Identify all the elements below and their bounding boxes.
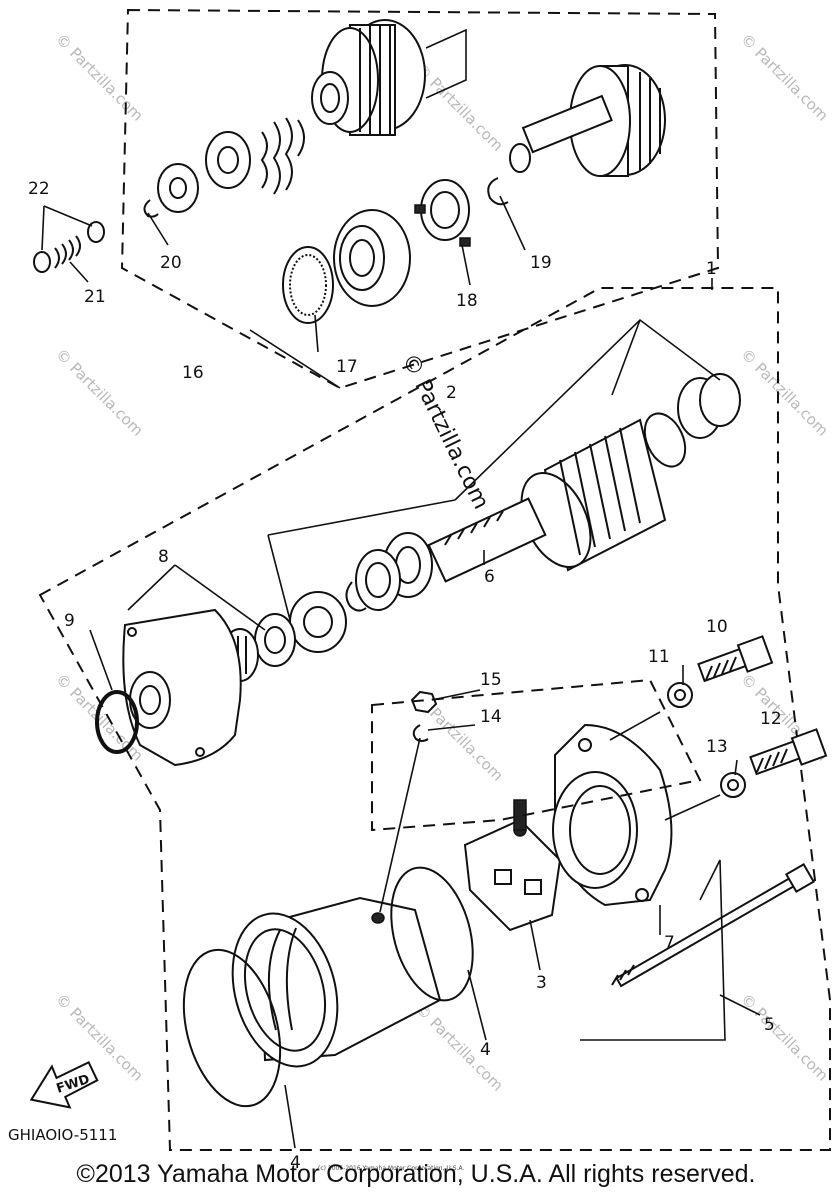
callout-11: 11 — [648, 647, 670, 667]
watermark: © Partzilla.com — [52, 990, 147, 1085]
copyright-notice: ©2013 Yamaha Motor Corporation, U.S.A. A… — [76, 1160, 756, 1188]
callout-3: 3 — [536, 973, 547, 993]
callout-16: 16 — [182, 363, 204, 383]
washer-11 — [667, 682, 693, 708]
callout-4: 4 — [290, 1153, 301, 1173]
bolt-10 — [697, 635, 774, 683]
washer-13 — [720, 772, 746, 798]
callout-8: 8 — [158, 547, 169, 567]
gasket-4 — [390, 866, 474, 1002]
callout-6: 6 — [484, 567, 495, 587]
callout-12: 12 — [760, 709, 782, 729]
bolt-12 — [749, 728, 828, 776]
watermark: © Partzilla.com — [52, 30, 147, 125]
leader-line — [425, 28, 467, 99]
clutch-shaft-assembly — [509, 64, 666, 177]
callout-10: 10 — [706, 617, 728, 637]
leader-lines — [89, 195, 761, 1149]
callout-20: 20 — [160, 253, 182, 273]
callout-2: 2 — [446, 383, 457, 403]
washer-row — [289, 373, 741, 653]
yoke-housing — [231, 896, 442, 1068]
gasket-4 — [182, 948, 282, 1108]
spring-21-group — [33, 205, 105, 283]
callout-4: 4 — [480, 1040, 491, 1060]
clip-18 — [414, 179, 471, 247]
callout-9: 9 — [64, 611, 75, 631]
group-1-outline — [38, 287, 831, 1151]
callout-19: 19 — [530, 253, 552, 273]
watermark: © Partzilla.com — [412, 60, 507, 155]
fwd-arrow: FWD — [29, 1060, 99, 1109]
callout-14: 14 — [480, 707, 502, 727]
group-14-15-outline — [371, 678, 702, 832]
group-16-outline — [120, 8, 720, 390]
pinion-gear-assembly — [311, 19, 426, 136]
callout-18: 18 — [456, 291, 478, 311]
spring-20-area — [143, 117, 305, 218]
ring-19 — [487, 177, 509, 206]
front-cover — [122, 608, 242, 767]
watermark: © Partzilla.com — [412, 1000, 507, 1095]
callout-17: 17 — [336, 357, 358, 377]
fine-print: (c) 2005-2016 Yamaha Motor Corporation, … — [318, 1165, 464, 1172]
watermark: © Partzilla.com — [737, 990, 832, 1085]
watermark: © Partzilla.com — [737, 30, 832, 125]
callout-21: 21 — [84, 287, 106, 307]
bearing-17 — [282, 209, 411, 324]
callout-22: 22 — [28, 179, 50, 199]
callout-7: 7 — [664, 933, 675, 953]
watermark: © Partzilla.com — [737, 345, 832, 440]
armature-2 — [427, 412, 687, 583]
center-watermark: © Partzilla.com — [397, 350, 494, 514]
rear-cover-7 — [552, 723, 673, 907]
callout-5: 5 — [764, 1015, 775, 1035]
callout-13: 13 — [706, 737, 728, 757]
o-ring-9 — [95, 690, 139, 754]
watermark: © Partzilla.com — [52, 345, 147, 440]
callout-15: 15 — [480, 670, 502, 690]
callout-labels: 1 2 3 4 4 5 6 7 8 9 10 11 12 13 14 15 16… — [28, 179, 782, 1173]
nut-15 — [410, 690, 438, 714]
diagram-code: GHIAOIO-5111 — [8, 1126, 117, 1144]
clip-14 — [412, 724, 429, 742]
brush-holder-3 — [463, 799, 562, 932]
callout-1: 1 — [706, 259, 717, 279]
through-bolt-5 — [611, 862, 816, 988]
